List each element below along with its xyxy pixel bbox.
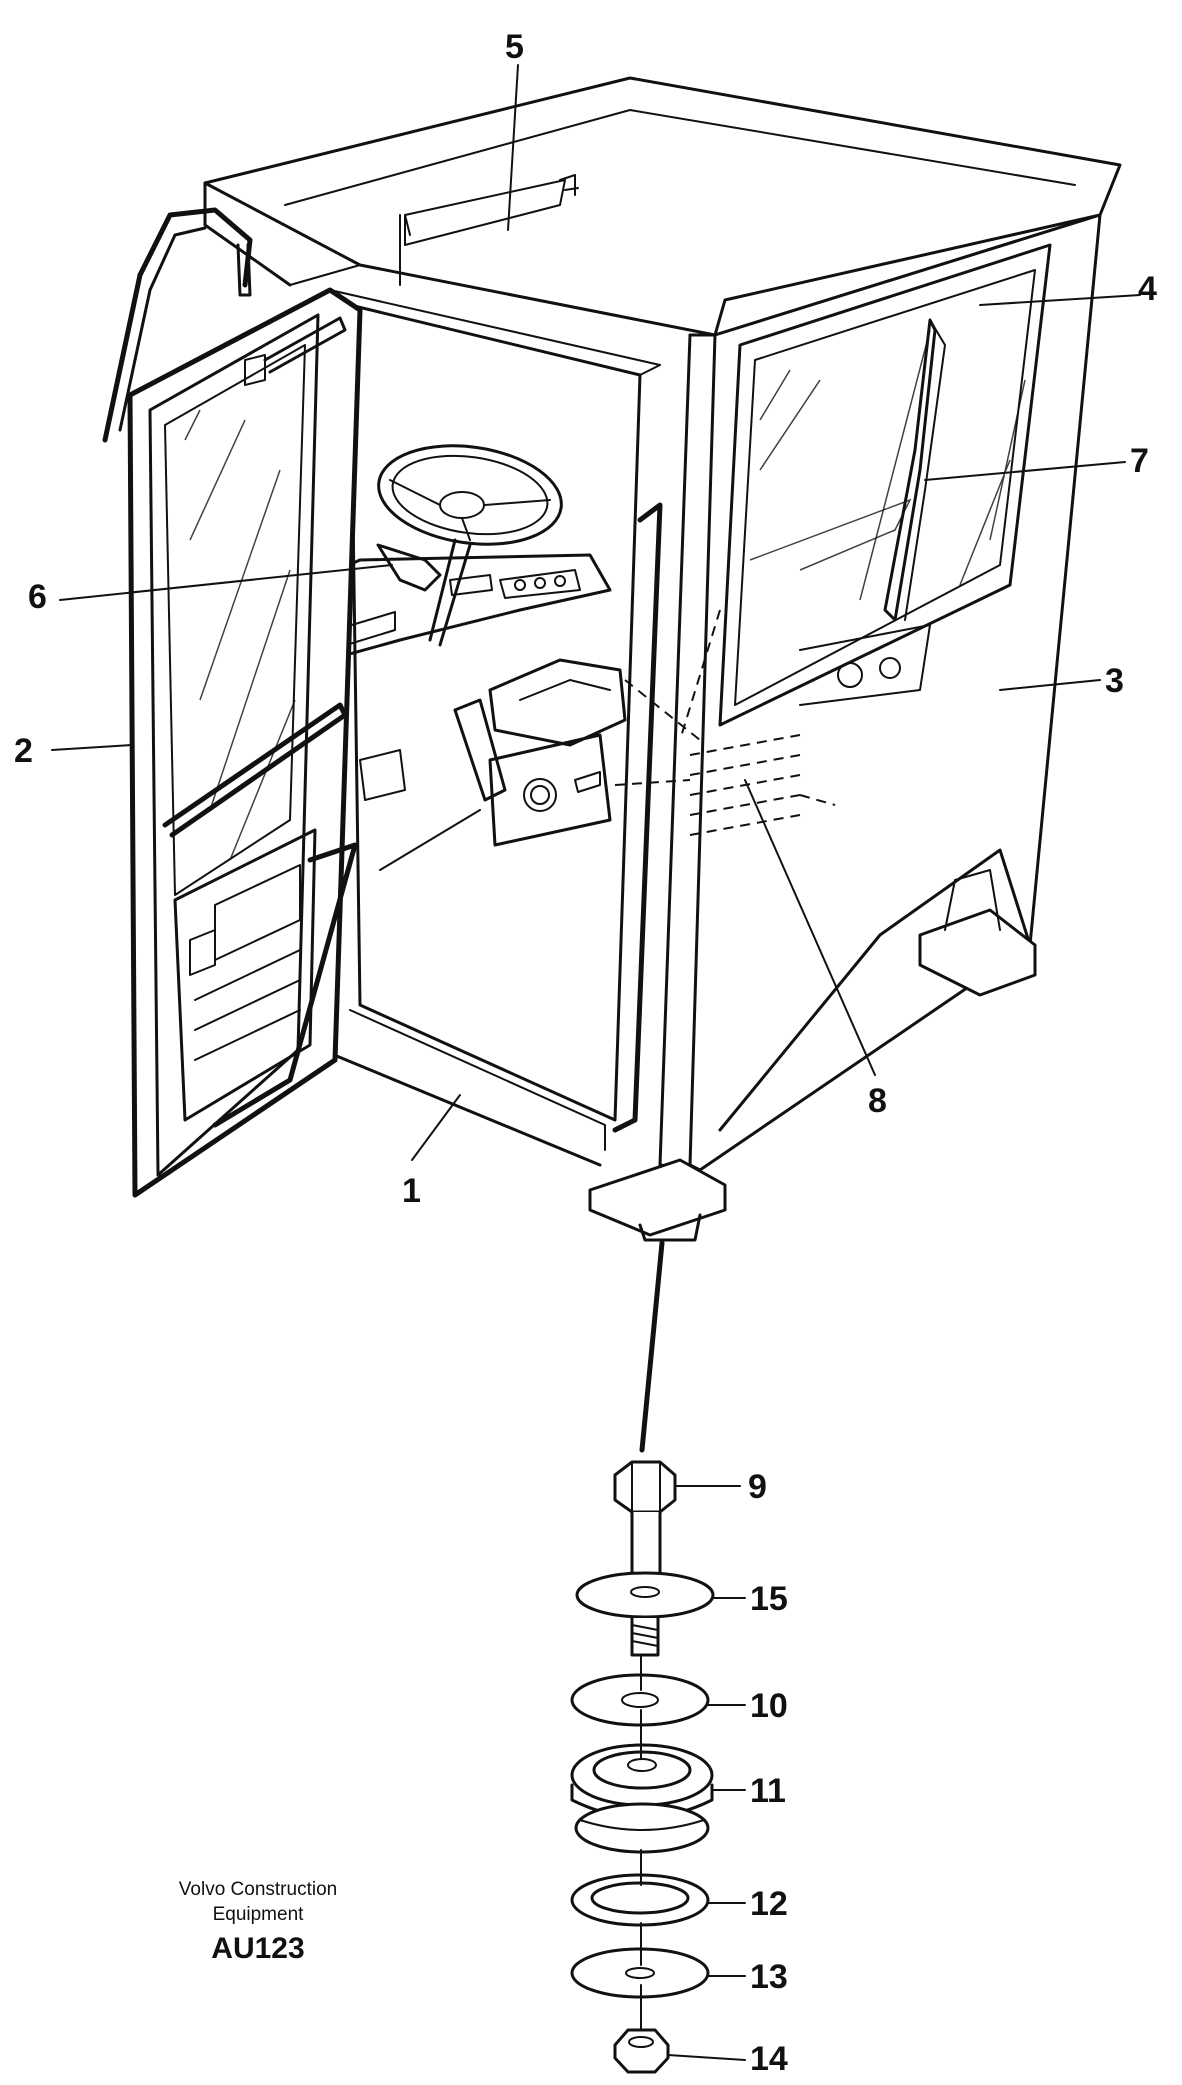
leader-7 [924,461,1126,481]
rubber-mount-lower [574,1802,710,1854]
leader-4 [979,294,1141,306]
callout-14: 14 [750,2040,788,2078]
callout-1: 1 [402,1172,421,1210]
caption-company-sub: Equipment [213,1904,305,1925]
callout-labels: 1 2 3 4 5 6 7 8 9 15 10 11 12 13 14 [14,28,1157,2078]
callout-6: 6 [28,578,47,616]
callout-11: 11 [750,1772,786,1810]
nut [613,2028,670,2074]
operator-seat [488,658,627,747]
caption-drawing-code: AU123 [211,1932,304,1965]
callout-15: 15 [750,1580,788,1618]
door-frame [127,287,363,1198]
door-glass [184,409,296,861]
door-opening [348,303,642,1122]
caption-company: Volvo Construction [179,1879,337,1900]
mount-hardware [570,1460,715,2074]
leader-2 [51,744,133,751]
callout-12: 12 [750,1885,788,1923]
leader-6 [59,564,393,601]
callout-10: 10 [750,1687,788,1725]
pedal [453,698,507,802]
callout-8: 8 [868,1082,887,1120]
leader-5 [507,64,519,231]
steering-wheel [377,444,563,546]
vent-grille [689,734,801,836]
callout-4: 4 [1138,270,1157,308]
leader-1 [411,1094,461,1161]
cab-body [203,76,1122,1242]
leader-8 [744,779,876,1076]
rear-mount-foot [918,908,1037,997]
leader-lines [51,64,1141,2061]
leader-3 [999,679,1101,691]
front-mount-foot [588,1158,727,1237]
callout-13: 13 [750,1958,788,1996]
steering-lever [376,543,442,592]
door-grab-rail [212,842,358,1128]
callout-7: 7 [1130,442,1149,480]
callout-3: 3 [1105,662,1124,700]
large-washer [575,1571,715,1619]
mount-axis-line [639,1240,665,1453]
leader-14 [667,2054,746,2061]
callout-2: 2 [14,732,33,770]
callout-9: 9 [748,1468,767,1506]
cab-interior [268,444,721,1133]
cab-door [102,207,363,1198]
right-handrail [612,502,663,1133]
callout-5: 5 [505,28,524,66]
caption-block: Volvo Construction Equipment AU123 [179,1879,337,1965]
bolt-head [613,1460,677,1514]
right-window [718,243,1052,727]
door-inner-handle [162,702,348,838]
